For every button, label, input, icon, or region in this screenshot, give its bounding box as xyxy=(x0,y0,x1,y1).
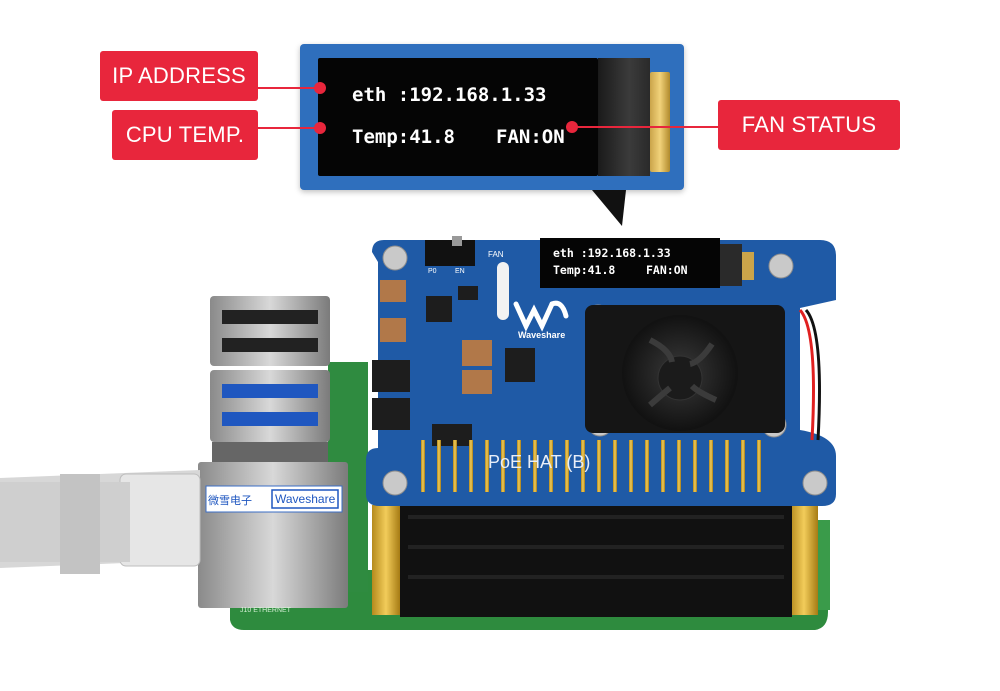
board-logo-text: Waveshare xyxy=(518,330,566,340)
board-oled xyxy=(540,238,720,288)
board-oled-temp: Temp:41.8 xyxy=(553,263,616,277)
hat-name: PoE HAT (B) xyxy=(488,452,591,472)
standoff-right xyxy=(790,505,818,615)
rj45-sticker-en: Waveshare xyxy=(275,492,336,506)
fan-switch xyxy=(425,240,475,266)
standoff-left xyxy=(372,505,400,615)
board-oled-fan: FAN:ON xyxy=(646,263,688,277)
oled-temp-text: Temp:41.8 xyxy=(352,126,455,148)
rj45-sticker-cn: 微雪电子 xyxy=(208,494,252,507)
pi-silk-ethernet: J10 ETHERNET xyxy=(240,607,291,614)
oled-zoom-panel: eth :192.168.1.33 Temp:41.8 FAN:ON xyxy=(300,44,684,190)
gpio-pins xyxy=(421,440,761,492)
usb-port-bottom xyxy=(210,370,330,442)
switch-pos-right: EN xyxy=(455,268,465,275)
ip-address-dot xyxy=(314,82,326,94)
rj45-jack xyxy=(198,462,348,608)
switch-label: FAN xyxy=(488,250,504,259)
waveshare-logo-mark xyxy=(513,300,569,332)
gpio-female-header xyxy=(400,505,792,617)
oled-ip-line: eth :192.168.1.33 xyxy=(352,84,547,106)
ip-address-label: IP ADDRESS xyxy=(100,51,258,101)
fan-status-dot xyxy=(566,121,578,133)
board-oled-ip: eth :192.168.1.33 xyxy=(553,246,671,260)
switch-pos-left: P0 xyxy=(428,268,437,275)
cpu-temp-label: CPU TEMP. xyxy=(112,110,258,160)
oled-ribbon-cable xyxy=(650,72,670,172)
cpu-temp-leader xyxy=(258,127,320,129)
usb-port-top xyxy=(210,296,330,366)
oled-glass-edge xyxy=(598,58,650,176)
oled-fan-text: FAN:ON xyxy=(496,126,565,148)
fan-status-leader xyxy=(572,126,718,128)
oled-zoom-screen: eth :192.168.1.33 Temp:41.8 FAN:ON xyxy=(318,58,598,176)
fan-status-label: FAN STATUS xyxy=(718,100,900,150)
cpu-temp-dot xyxy=(314,122,326,134)
ip-address-leader xyxy=(258,87,320,89)
